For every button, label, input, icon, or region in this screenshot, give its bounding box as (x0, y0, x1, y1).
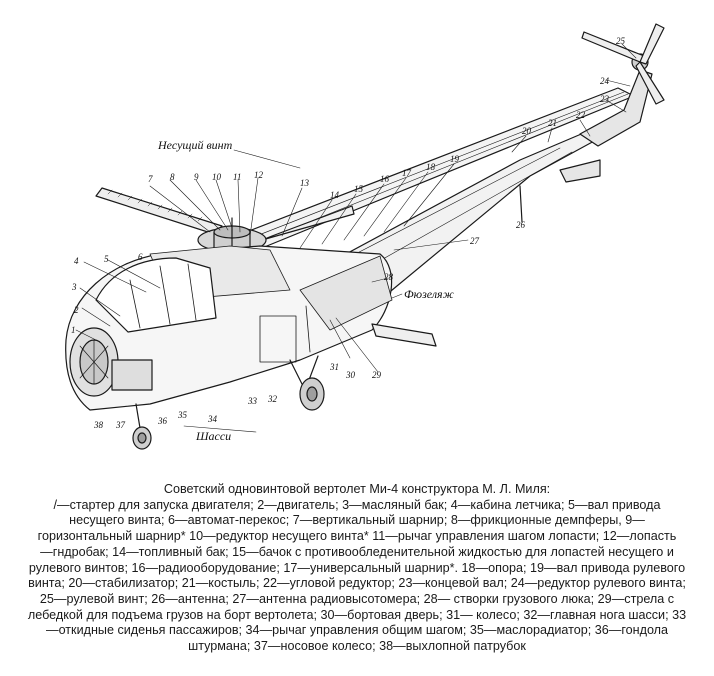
caption-line: —откидные сиденья пассажиров; 34—рычаг у… (45, 623, 669, 638)
callout-5: 5 (104, 254, 109, 264)
callout-1: 1 (71, 325, 76, 335)
caption-line: 25—рулевой винт; 26—антенна; 27—антенна … (39, 591, 675, 606)
nose-engine (69, 327, 153, 397)
caption-line: рулевого винтов; 16—радиооборудование; 1… (28, 560, 686, 575)
callout-11: 11 (233, 172, 241, 182)
callout-32: 32 (267, 394, 278, 404)
cargo-door (259, 305, 311, 363)
antenna-mast (519, 185, 523, 223)
callout-6: 6 (138, 252, 143, 262)
callout-15: 15 (354, 184, 364, 194)
callout-33: 33 (247, 396, 258, 406)
callout-8: 8 (170, 172, 175, 182)
callout-16: 16 (380, 174, 390, 184)
cockpit-glazing (95, 257, 217, 333)
caption-line: /—стартер для запуска двигателя; 2—двига… (53, 497, 661, 512)
callout-4: 4 (74, 256, 79, 266)
callout-36: 36 (157, 416, 168, 426)
callout-10: 10 (212, 172, 222, 182)
caption-line: штурмана; 37—носовое колесо; 38—выхлопно… (188, 639, 526, 654)
rotor-blade-right (261, 205, 355, 241)
caption-line: —гндробак; 14—топливный бак; 15—бачок с … (40, 544, 674, 559)
rotor-blade-left (95, 187, 223, 235)
callout-29: 29 (372, 370, 382, 380)
main-landing-gear (289, 355, 325, 411)
callout-18: 18 (426, 162, 436, 172)
callout-14: 14 (330, 190, 340, 200)
callout-35: 35 (177, 410, 188, 420)
callout-25: 25 (616, 36, 626, 46)
callout-21: 21 (548, 118, 557, 128)
callout-38: 38 (93, 420, 104, 430)
callout-17: 17 (402, 168, 412, 178)
callout-34: 34 (207, 414, 218, 424)
callout-37: 37 (115, 420, 126, 430)
label-fuselage: Фюзеляж (404, 287, 454, 301)
label-rotor: Несущий винт (157, 138, 233, 152)
label-chassis: Шасси (195, 429, 231, 443)
callout-28: 28 (384, 272, 394, 282)
caption-line: несущего винта; 6—автомат-перекос; 7—вер… (69, 513, 645, 528)
callout-7: 7 (148, 174, 153, 184)
callout-22: 22 (576, 110, 586, 120)
caption-title: Советский одновинтовой вертолет Ми-4 кон… (163, 482, 551, 496)
callout-20: 20 (522, 126, 532, 136)
figure-caption: Советский одновинтовой вертолет Ми-4 кон… (0, 482, 714, 655)
callout-3: 3 (71, 282, 77, 292)
callout-9: 9 (194, 172, 199, 182)
callout-23: 23 (600, 94, 610, 104)
callout-24: 24 (600, 76, 610, 86)
caption-line: лебедкой для подъема грузов на борт верт… (27, 607, 687, 622)
cutaway-drawing: Несущий винт Фюзеляж Шасси 1 2 3 4 5 6 7… (65, 23, 665, 450)
nose-wheel (132, 403, 152, 450)
callout-2: 2 (74, 305, 79, 315)
callout-30: 30 (345, 370, 356, 380)
callout-26: 26 (516, 220, 526, 230)
callout-31: 31 (329, 362, 339, 372)
tail-pylon (559, 69, 653, 183)
tail-rotor (581, 23, 665, 105)
callout-19: 19 (450, 154, 460, 164)
rotor-hub (197, 217, 267, 263)
callout-13: 13 (300, 178, 310, 188)
caption-line: горизонтальный шарнир* 10—редуктор несущ… (37, 529, 677, 544)
callout-12: 12 (254, 170, 264, 180)
helicopter-cutaway-diagram: Несущий винт Фюзеляж Шасси 1 2 3 4 5 6 7… (65, 23, 665, 450)
callout-27: 27 (470, 236, 480, 246)
leader-lines (75, 43, 637, 433)
caption-line: винта; 20—стабилизатор; 21—костыль; 22—у… (28, 576, 686, 591)
loading-hatch-flap (371, 323, 437, 347)
